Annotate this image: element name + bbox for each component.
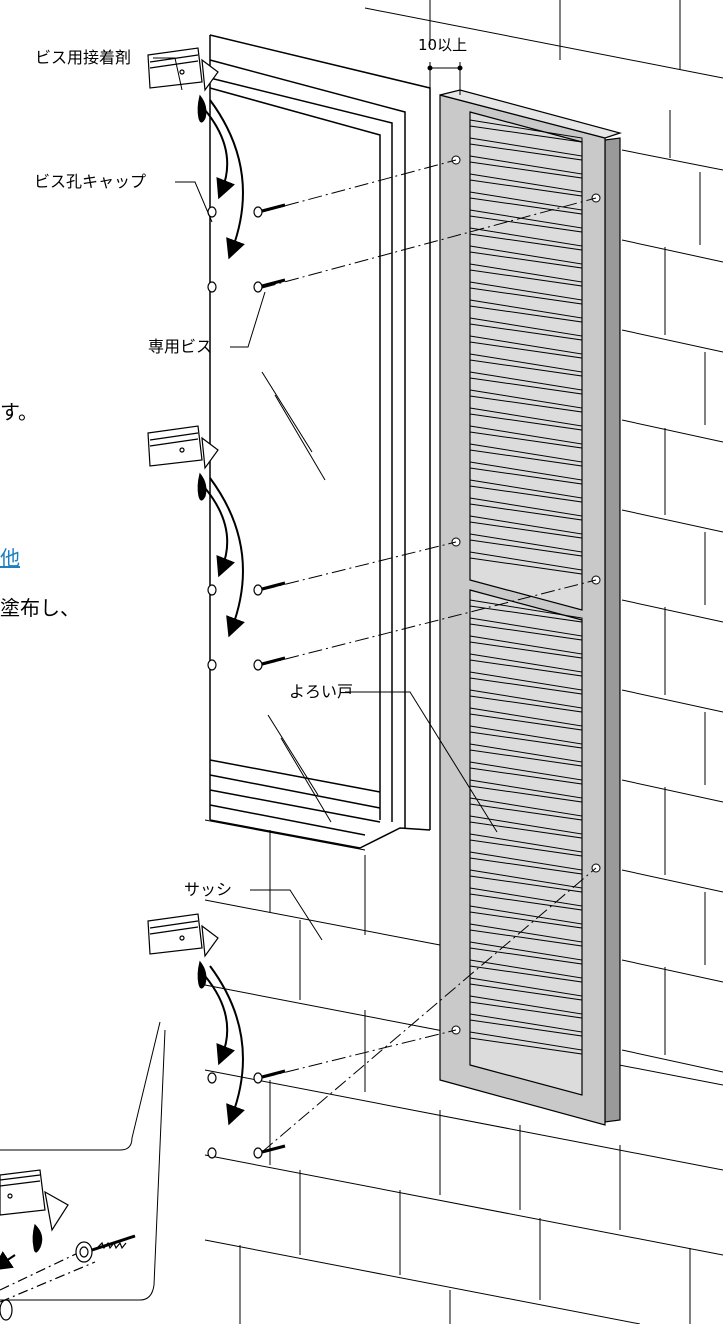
louver-slat <box>469 887 583 911</box>
partial-text-line1: す。 <box>0 400 38 424</box>
label-special-screw: 専用ビス <box>148 337 213 356</box>
louver-slat <box>469 533 583 557</box>
louver-slat <box>469 335 583 359</box>
partial-text-line2: 塗布し、 <box>0 596 80 620</box>
louver-slat <box>469 353 583 377</box>
louver-slat <box>469 923 583 947</box>
louver-slat <box>469 407 583 431</box>
louver-slat <box>469 119 583 143</box>
louver-slat <box>469 671 583 695</box>
louver-slat <box>469 227 583 251</box>
glass-reflection <box>261 371 332 823</box>
louver-slats <box>469 119 583 1055</box>
louver-slat <box>469 905 583 929</box>
louver-slat <box>469 815 583 839</box>
louver-slat <box>469 317 583 341</box>
louver-slat <box>469 743 583 767</box>
louver-slat <box>469 941 583 965</box>
label-screw-adhesive: ビス用接着剤 <box>35 48 132 67</box>
louver-slat <box>469 371 583 395</box>
louver-slat <box>469 551 583 575</box>
louver-slat <box>469 515 583 539</box>
hardware-group <box>147 425 286 671</box>
louver-slat <box>469 479 583 503</box>
louver-slat <box>469 599 583 623</box>
louver-slat <box>469 497 583 521</box>
louver-slat <box>469 191 583 215</box>
louver-slat <box>469 1031 583 1055</box>
louver-slat <box>469 851 583 875</box>
louver-slat <box>469 137 583 161</box>
louver-slat <box>469 995 583 1019</box>
louver-slat <box>469 461 583 485</box>
partial-text-link[interactable]: 他 <box>0 546 20 570</box>
louver-slat <box>469 209 583 233</box>
leader-lines <box>0 57 498 1301</box>
louver-slat <box>469 797 583 821</box>
louver-slat <box>469 389 583 413</box>
louver-slat <box>469 299 583 323</box>
louver-slat <box>469 173 583 197</box>
hardware-group <box>147 913 286 1159</box>
brick-wall <box>204 0 723 1324</box>
label-clearance: 10以上 <box>418 36 468 54</box>
louver-slat <box>469 977 583 1001</box>
louver-slat <box>469 155 583 179</box>
label-louver-door: よろい戸 <box>289 682 354 701</box>
louver-slat <box>469 779 583 803</box>
label-sash: サッシ <box>184 880 233 899</box>
louver-slat <box>469 281 583 305</box>
hardware-groups <box>147 47 286 1159</box>
label-screw-hole-cap: ビス孔キャップ <box>34 172 147 191</box>
louver-slat <box>469 761 583 785</box>
louver-slat <box>469 959 583 983</box>
louver-slat <box>469 653 583 677</box>
louver-slat <box>469 245 583 269</box>
louver-slat <box>469 443 583 467</box>
louver-slat <box>469 869 583 893</box>
hardware-group <box>147 47 286 293</box>
louver-slat <box>469 635 583 659</box>
louver-slat <box>469 725 583 749</box>
louver-slat <box>469 689 583 713</box>
louver-slat <box>469 617 583 641</box>
detail-inset <box>0 1169 136 1321</box>
louver-slat <box>469 1013 583 1037</box>
louver-slat <box>469 263 583 287</box>
window-frame <box>209 34 431 849</box>
louver-slat <box>469 707 583 731</box>
louver-slat <box>469 425 583 449</box>
louver-slat <box>469 833 583 857</box>
screw-alignment-lines <box>261 159 597 1153</box>
